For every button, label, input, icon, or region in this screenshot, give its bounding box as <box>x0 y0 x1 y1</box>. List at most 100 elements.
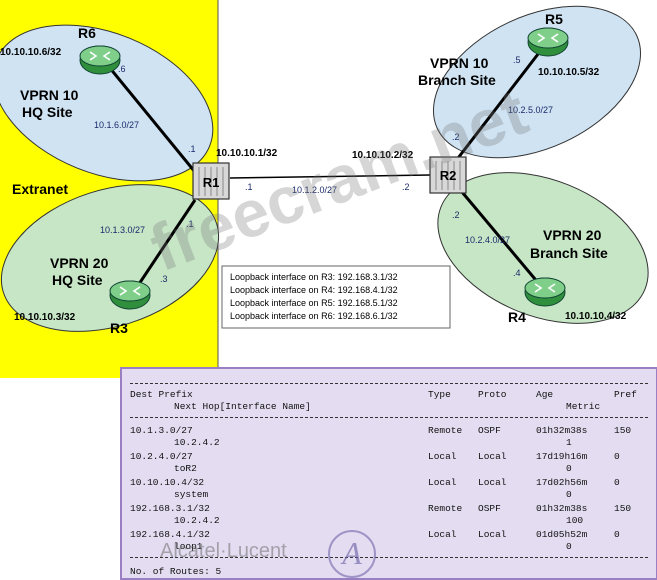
site-hq20-line1: VPRN 20 <box>50 255 109 271</box>
route-cell-prefix: 10.1.3.0/27 <box>130 425 193 436</box>
router-r2: R2 <box>429 156 467 194</box>
route-table-bottom-rule <box>130 557 648 558</box>
site-vprn20-hq-ellipse <box>0 184 220 332</box>
subnet-r2-r4: 10.2.4.0/27 <box>465 235 510 245</box>
router-r3-label: R3 <box>110 320 128 336</box>
loopback-info-box <box>221 265 451 329</box>
hdr-dest-prefix: Dest Prefix <box>130 389 193 400</box>
iface-r2-to-r5: .2 <box>452 132 460 142</box>
hdr-proto: Proto <box>478 389 507 400</box>
site-br20-line1: VPRN 20 <box>543 227 602 243</box>
route-cell-nexthop: loop1 <box>174 541 203 552</box>
iface-r5: .5 <box>513 55 521 65</box>
route-cell-proto: OSPF <box>478 425 501 436</box>
alcatel-lucent-logo: Alcatel·Lucent <box>160 540 287 562</box>
route-cell-prefix: 192.168.3.1/32 <box>130 503 210 514</box>
hdr-type: Type <box>428 389 451 400</box>
site-vprn20-branch-ellipse <box>437 172 649 324</box>
route-cell-age: 17d02h56m <box>536 477 588 488</box>
r6-loopback: 10.10.10.6/32 <box>0 47 62 58</box>
router-r4 <box>524 277 566 307</box>
r2-loopback: 10.10.10.2/32 <box>352 150 414 161</box>
iface-r6: .6 <box>118 64 126 74</box>
route-cell-proto: OSPF <box>478 503 501 514</box>
route-cell-prefix: 10.2.4.0/27 <box>130 451 193 462</box>
alcatel-lucent-logo-icon: A <box>328 530 376 578</box>
route-cell-pref: 150 <box>614 425 632 436</box>
route-cell-metric: 100 <box>566 515 584 526</box>
subnet-r1-r3: 10.1.3.0/27 <box>100 225 145 235</box>
subnet-r1-r6: 10.1.6.0/27 <box>94 120 139 130</box>
router-r6-label: R6 <box>78 25 96 41</box>
site-br10-line1: VPRN 10 <box>430 55 489 71</box>
route-cell-prefix: 192.168.4.1/32 <box>130 529 210 540</box>
route-cell-type: Local <box>428 451 457 462</box>
route-table-header-rule <box>130 417 648 418</box>
route-cell-pref: 150 <box>614 503 632 514</box>
iface-r2-to-r4: .2 <box>452 210 460 220</box>
route-cell-type: Local <box>428 477 457 488</box>
route-cell-nexthop: 10.2.4.2 <box>174 515 220 526</box>
route-table-top-rule <box>130 383 648 384</box>
route-cell-pref: 0 <box>614 529 620 540</box>
route-count: No. of Routes: 5 <box>130 566 222 577</box>
route-cell-pref: 0 <box>614 477 620 488</box>
route-cell-pref: 0 <box>614 451 620 462</box>
iface-r1-to-r3: .1 <box>186 219 194 229</box>
route-cell-proto: Local <box>478 451 507 462</box>
route-cell-nexthop: toR2 <box>174 463 197 474</box>
link-r2-r4 <box>460 191 542 286</box>
site-hq10-line1: VPRN 10 <box>20 87 79 103</box>
loopback-line-r3: Loopback interface on R3: 192.168.3.1/32 <box>230 272 398 282</box>
site-vprn10-branch-ellipse <box>432 5 642 159</box>
route-table-panel: Dest Prefix Next Hop[Interface Name] Typ… <box>120 367 657 580</box>
route-cell-prefix: 10.10.10.4/32 <box>130 477 205 488</box>
link-r1-r3 <box>133 199 197 291</box>
route-cell-type: Local <box>428 529 457 540</box>
loopback-line-r6: Loopback interface on R6: 192.168.6.1/32 <box>230 311 398 321</box>
iface-r3: .3 <box>160 274 168 284</box>
subnet-r1-r2: 10.1.2.0/27 <box>292 185 337 195</box>
link-r2-r5 <box>453 44 547 163</box>
route-cell-proto: Local <box>478 477 507 488</box>
router-r2-label: R2 <box>440 168 457 183</box>
r4-loopback: 10.10.10.4/32 <box>565 311 627 322</box>
loopback-line-r4: Loopback interface on R4: 192.168.4.1/32 <box>230 285 398 295</box>
subnet-r2-r5: 10.2.5.0/27 <box>508 105 553 115</box>
route-cell-age: 01h32m38s <box>536 503 588 514</box>
route-cell-metric: 1 <box>566 437 572 448</box>
iface-r1-to-r2: .1 <box>245 182 253 192</box>
route-cell-proto: Local <box>478 529 507 540</box>
site-hq10-line2: HQ Site <box>22 104 73 120</box>
hdr-metric: Metric <box>566 401 601 412</box>
route-cell-type: Remote <box>428 425 463 436</box>
link-r1-r2 <box>229 174 431 179</box>
hdr-next-hop: Next Hop[Interface Name] <box>174 401 311 412</box>
site-br10-line2: Branch Site <box>418 72 496 88</box>
router-r5 <box>527 27 569 57</box>
router-r1: R1 <box>192 162 230 200</box>
iface-r1-to-r6: .1 <box>188 144 196 154</box>
route-cell-nexthop: system <box>174 489 209 500</box>
site-br20-line2: Branch Site <box>530 245 608 261</box>
route-cell-type: Remote <box>428 503 463 514</box>
loopback-line-r5: Loopback interface on R5: 192.168.5.1/32 <box>230 298 398 308</box>
route-cell-nexthop: 10.2.4.2 <box>174 437 220 448</box>
route-cell-metric: 0 <box>566 541 572 552</box>
hdr-pref: Pref <box>614 389 637 400</box>
route-cell-metric: 0 <box>566 463 572 474</box>
r5-loopback: 10.10.10.5/32 <box>538 67 600 78</box>
router-r6 <box>79 45 121 75</box>
router-r3 <box>109 280 151 310</box>
route-cell-metric: 0 <box>566 489 572 500</box>
r3-loopback: 10.10.10.3/32 <box>14 312 76 323</box>
link-r1-r6 <box>103 61 197 173</box>
iface-r4: .4 <box>513 268 521 278</box>
router-r1-label: R1 <box>203 175 220 190</box>
route-cell-age: 01h32m38s <box>536 425 588 436</box>
route-cell-age: 17d19h16m <box>536 451 588 462</box>
router-r4-label: R4 <box>508 309 526 325</box>
router-r5-label: R5 <box>545 11 563 27</box>
site-vprn10-hq-ellipse <box>0 24 214 182</box>
